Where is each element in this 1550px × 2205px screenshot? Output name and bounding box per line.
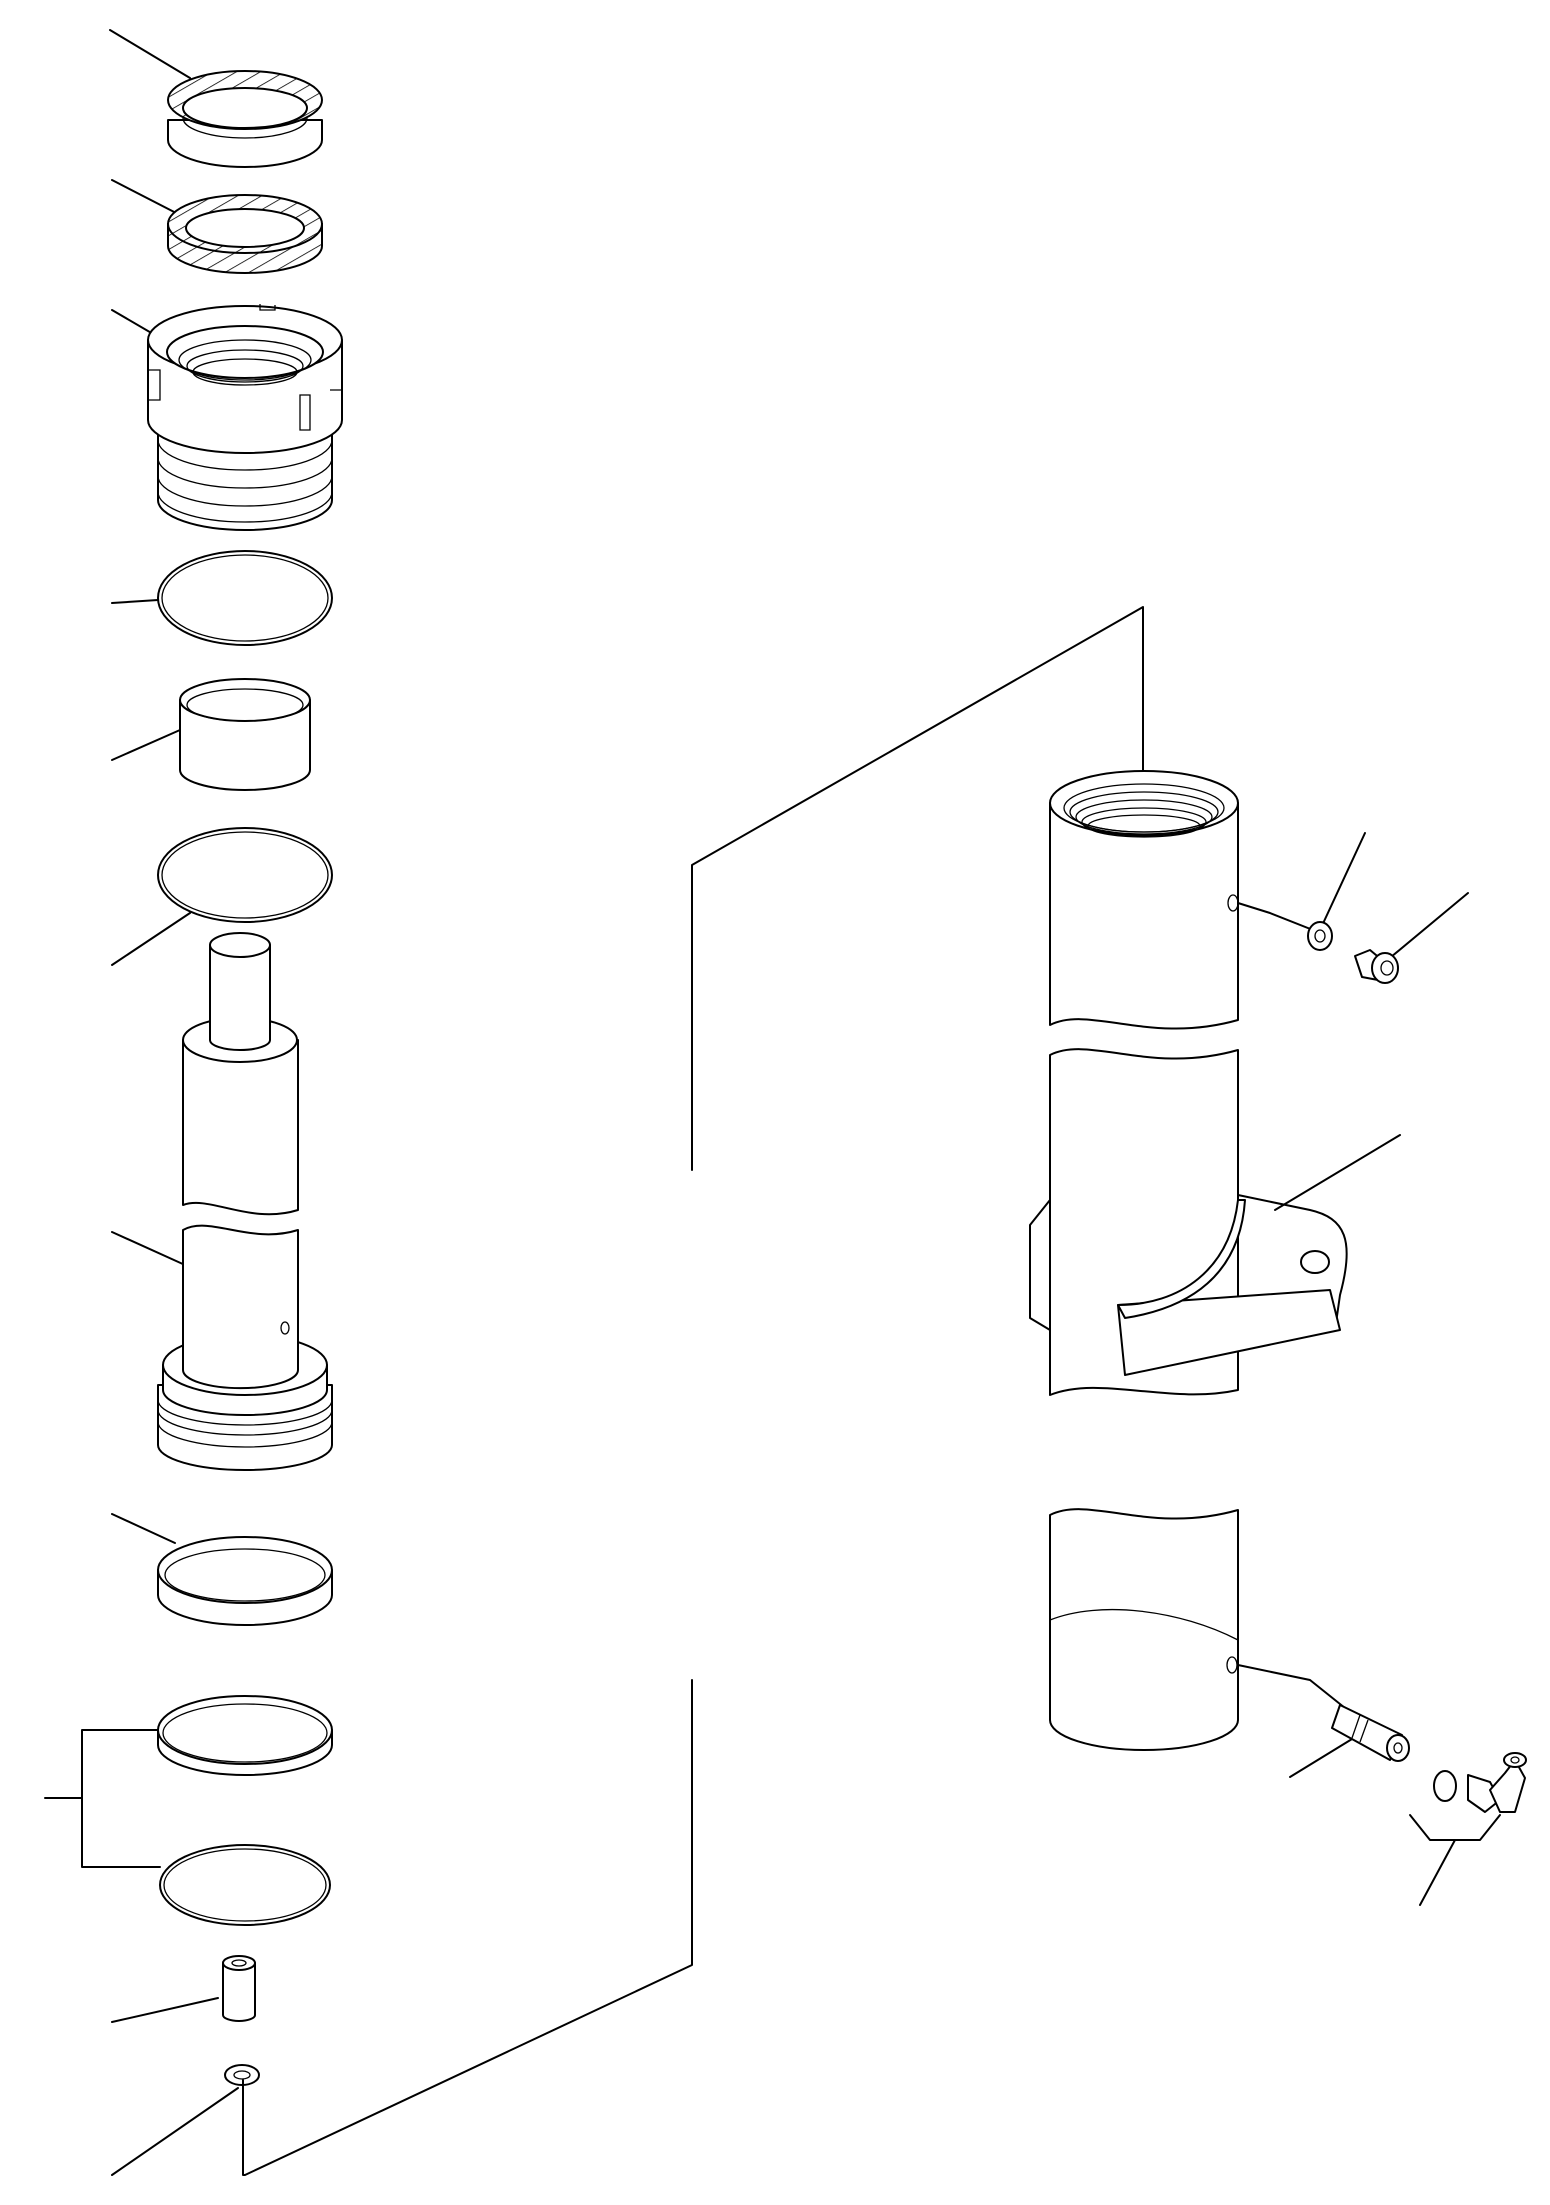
- o-ring-part: [112, 551, 332, 645]
- plug-part: [1355, 893, 1468, 983]
- o-ring-part-2: [112, 828, 332, 965]
- piston-seal-set-part: [45, 1696, 332, 1925]
- gland-nut-part: [112, 304, 342, 530]
- backup-ring-part: [112, 180, 322, 273]
- washer-part: [1238, 833, 1365, 950]
- piston-part: [112, 1226, 332, 1470]
- cylinder-tube-part: [1030, 771, 1347, 1750]
- mounting-bracket-leader: [1275, 1135, 1400, 1210]
- elbow-fitting-part: [1410, 1753, 1526, 1905]
- piston-rod-part: [183, 933, 298, 1214]
- grease-fitting-part: [1238, 1665, 1409, 1777]
- seal-part: [110, 30, 322, 167]
- assembly-connector-lines: [692, 607, 1143, 1170]
- wear-ring-part: [112, 1514, 332, 1625]
- bushing-part: [112, 679, 310, 790]
- spacer-part: [112, 1956, 255, 2022]
- retaining-ring-part: [112, 1680, 692, 2175]
